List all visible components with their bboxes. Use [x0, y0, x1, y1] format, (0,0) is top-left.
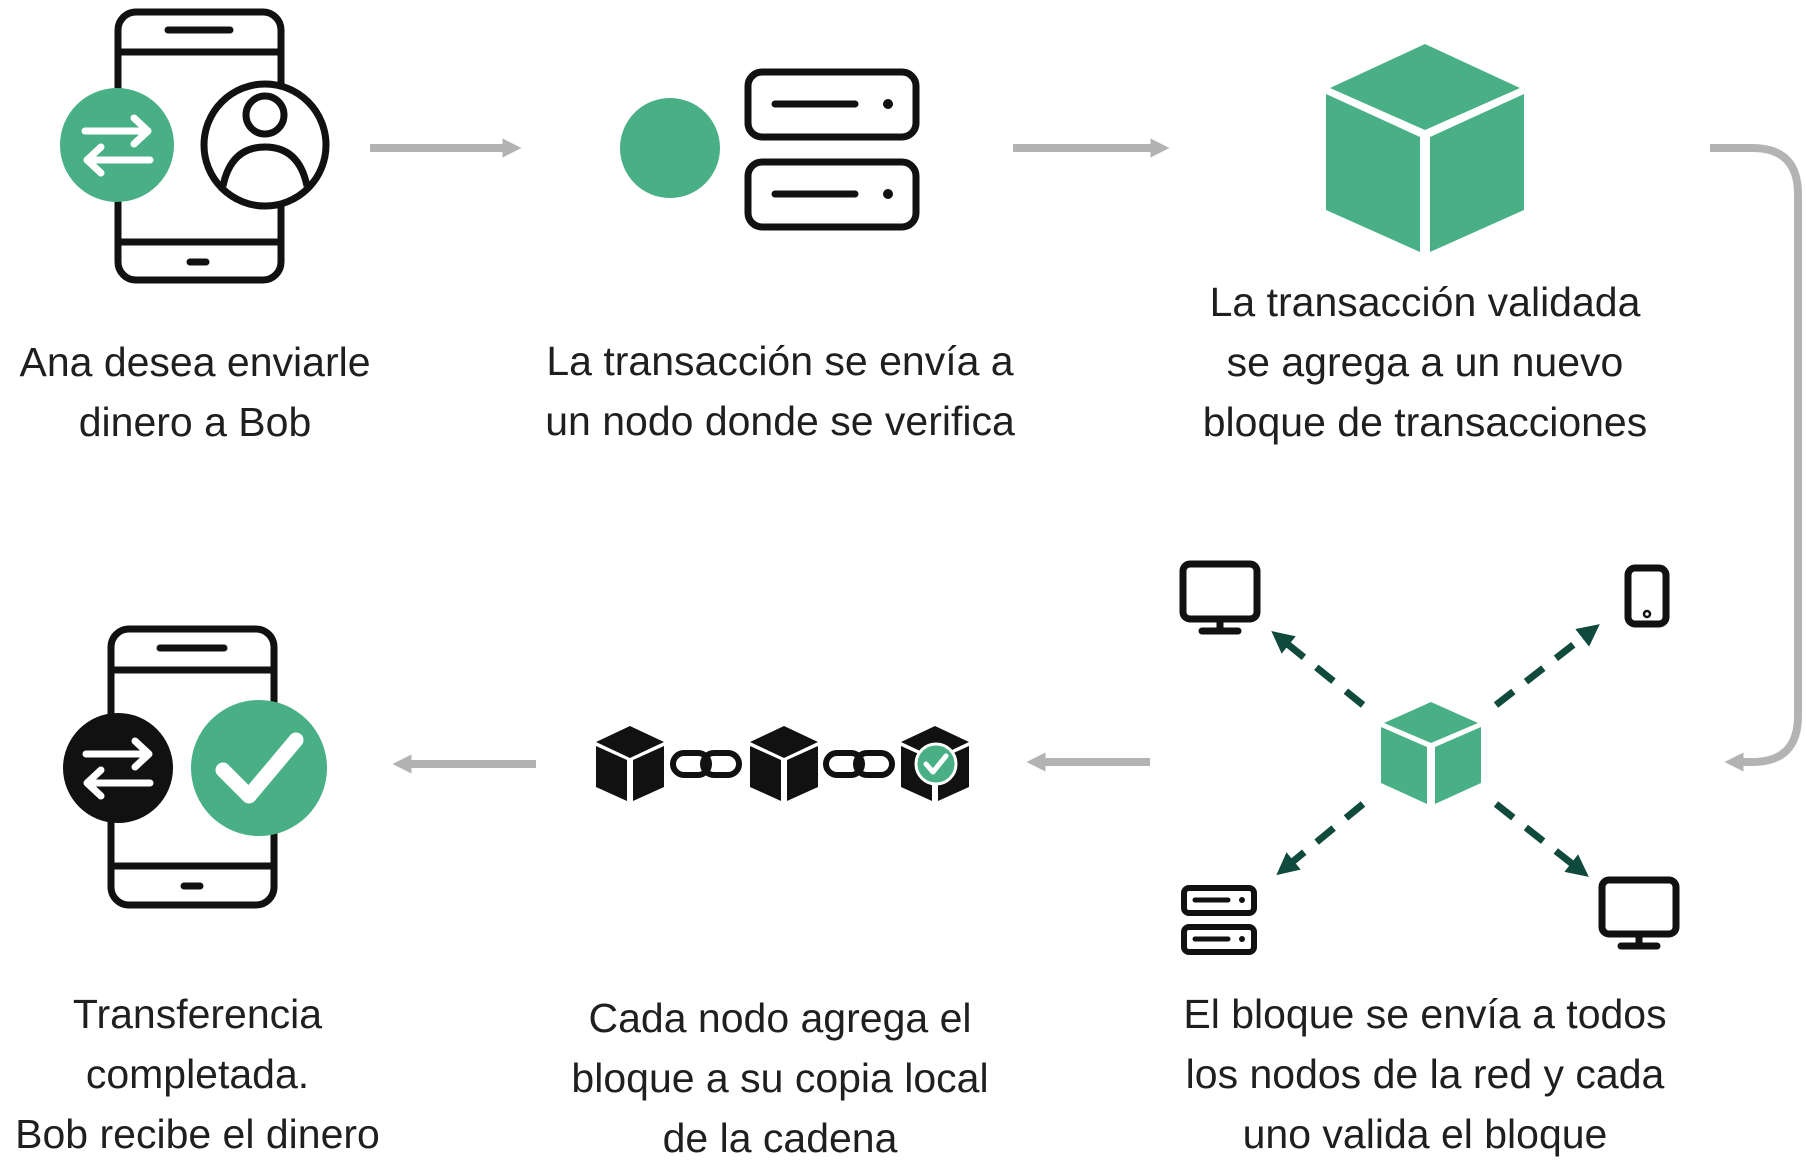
caption-line: dinero a Bob: [78, 399, 312, 445]
small-green-cube-icon: [1381, 702, 1481, 804]
chain-link-icon: [670, 750, 742, 778]
caption-line: Transferencia: [72, 991, 323, 1037]
caption-line: completada.: [85, 1051, 310, 1097]
server-stack-icon: [1181, 885, 1257, 955]
caption-line: El bloque se envía a todos: [1183, 991, 1667, 1037]
transfer-icon: [63, 713, 173, 823]
monitor-icon: [1598, 876, 1680, 950]
caption-line: Cada nodo agrega el: [588, 995, 972, 1041]
dashed-arrow-top-left: [1271, 630, 1366, 708]
dashed-arrow-top-right: [1493, 624, 1600, 708]
flow-arrow-3: [1710, 144, 1802, 772]
caption-line: uno valida el bloque: [1242, 1111, 1608, 1157]
phone-with-check-icon: [63, 625, 327, 909]
node-server-icon: [620, 68, 920, 231]
step-verify-caption: La transacción se envía a un nodo donde …: [510, 331, 1050, 451]
phone-with-transfer-and-user-icon: [60, 8, 330, 284]
caption-line: bloque de transacciones: [1202, 399, 1648, 445]
black-cube-icon: [596, 726, 664, 801]
step-block-caption: La transacción validada se agrega a un n…: [1155, 272, 1695, 452]
monitor-icon: [1179, 560, 1261, 635]
step-send-caption: Ana desea enviarle dinero a Bob: [0, 332, 390, 452]
caption-line: de la cadena: [662, 1115, 898, 1161]
step-chain-caption: Cada nodo agrega el bloque a su copia lo…: [520, 988, 1040, 1168]
caption-line: La transacción se envía a: [546, 338, 1014, 384]
black-cube-icon: [750, 726, 818, 801]
blockchain-chain-icon: [596, 726, 969, 801]
node-dot-icon: [620, 98, 720, 198]
verified-cube-icon: [901, 726, 969, 801]
server-stack-icon: [744, 68, 920, 231]
caption-line: bloque a su copia local: [571, 1055, 989, 1101]
checkmark-icon: [191, 700, 327, 836]
green-cube-block-icon: [1326, 44, 1524, 252]
tablet-icon: [1624, 564, 1670, 628]
user-avatar-icon: [200, 80, 330, 210]
caption-line: un nodo donde se verifica: [545, 398, 1015, 444]
caption-line: Ana desea enviarle: [19, 339, 371, 385]
step-done-caption: Transferencia completada. Bob recibe el …: [0, 984, 395, 1164]
block-broadcast-network-icon: [1179, 560, 1680, 955]
transfer-icon: [60, 88, 174, 202]
step-broadcast-caption: El bloque se envía a todos los nodos de …: [1155, 984, 1695, 1164]
dashed-arrow-bottom-right: [1493, 801, 1589, 877]
dashed-arrow-bottom-left: [1276, 801, 1366, 876]
caption-line: Bob recibe el dinero: [15, 1111, 380, 1157]
caption-line: se agrega a un nuevo: [1226, 339, 1624, 385]
caption-line: La transacción validada: [1209, 279, 1641, 325]
chain-link-icon: [823, 750, 895, 778]
caption-line: los nodos de la red y cada: [1185, 1051, 1665, 1097]
